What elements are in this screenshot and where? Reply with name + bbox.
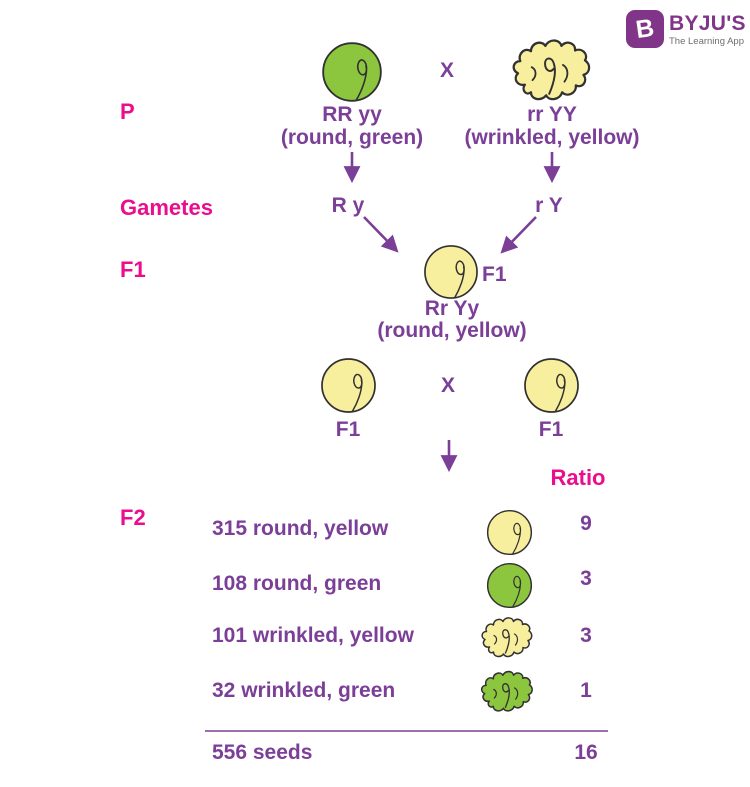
label-f2-generation: F2	[120, 505, 146, 530]
f2-row-count: 101 wrinkled, yellow	[212, 624, 414, 647]
f2-row-count: 32 wrinkled, green	[212, 679, 396, 702]
parent-cross-symbol: X	[439, 59, 455, 82]
f1-round-yellow-pea-icon	[423, 244, 479, 300]
f1-left-label: F1	[335, 418, 361, 441]
parent-right-genotype: rr YY	[527, 103, 577, 126]
f1-phenotype: (round, yellow)	[377, 319, 527, 342]
byjus-badge-icon: B	[626, 10, 664, 48]
round-green-pea-icon	[321, 41, 383, 103]
total-ratio-value: 16	[574, 741, 598, 764]
f2-wrinkled-green-pea-icon	[479, 668, 535, 716]
parent-right-phenotype: (wrinkled, yellow)	[464, 126, 640, 149]
f2-row-ratio: 3	[580, 624, 592, 647]
label-gametes: Gametes	[120, 195, 213, 220]
f2-row-ratio: 3	[580, 567, 592, 590]
f1-pea-label: F1	[482, 263, 507, 286]
byjus-brand-text: BYJU'S	[669, 12, 746, 35]
label-ratio: Ratio	[550, 465, 606, 490]
f2-round-green-pea-icon	[486, 562, 533, 609]
label-p-generation: P	[120, 99, 135, 124]
parent-left-genotype: RR yy	[322, 103, 382, 126]
gamete-left-diagonal-arrow	[363, 216, 399, 253]
f2-row-ratio: 9	[580, 512, 592, 535]
f1-left-round-yellow-pea-icon	[320, 357, 377, 414]
total-seeds-text: 556 seeds	[212, 741, 313, 764]
f2-wrinkled-yellow-pea-icon	[479, 615, 535, 661]
f1-cross-symbol: X	[440, 374, 456, 397]
f2-row-count: 315 round, yellow	[212, 517, 389, 540]
label-f1-generation: F1	[120, 257, 146, 282]
byjus-badge-letter: B	[634, 13, 656, 44]
f2-round-yellow-pea-icon	[486, 509, 533, 556]
f1-genotype: Rr Yy	[424, 297, 480, 320]
f1-right-round-yellow-pea-icon	[523, 357, 580, 414]
wrinkled-yellow-pea-icon	[504, 36, 599, 106]
gamete-right-text: r Y	[535, 194, 563, 217]
f2-row-count: 108 round, green	[212, 572, 382, 595]
gamete-right-diagonal-arrow	[500, 216, 537, 254]
f1-right-label: F1	[538, 418, 564, 441]
byjus-tagline-text: The Learning App	[669, 36, 745, 47]
gamete-left-text: R y	[331, 194, 365, 217]
parent-left-phenotype: (round, green)	[280, 126, 424, 149]
byjus-logo-text: BYJU'S The Learning App	[669, 10, 746, 47]
f2-row-ratio: 1	[580, 679, 592, 702]
byjus-logo: B BYJU'S The Learning App	[626, 10, 746, 48]
